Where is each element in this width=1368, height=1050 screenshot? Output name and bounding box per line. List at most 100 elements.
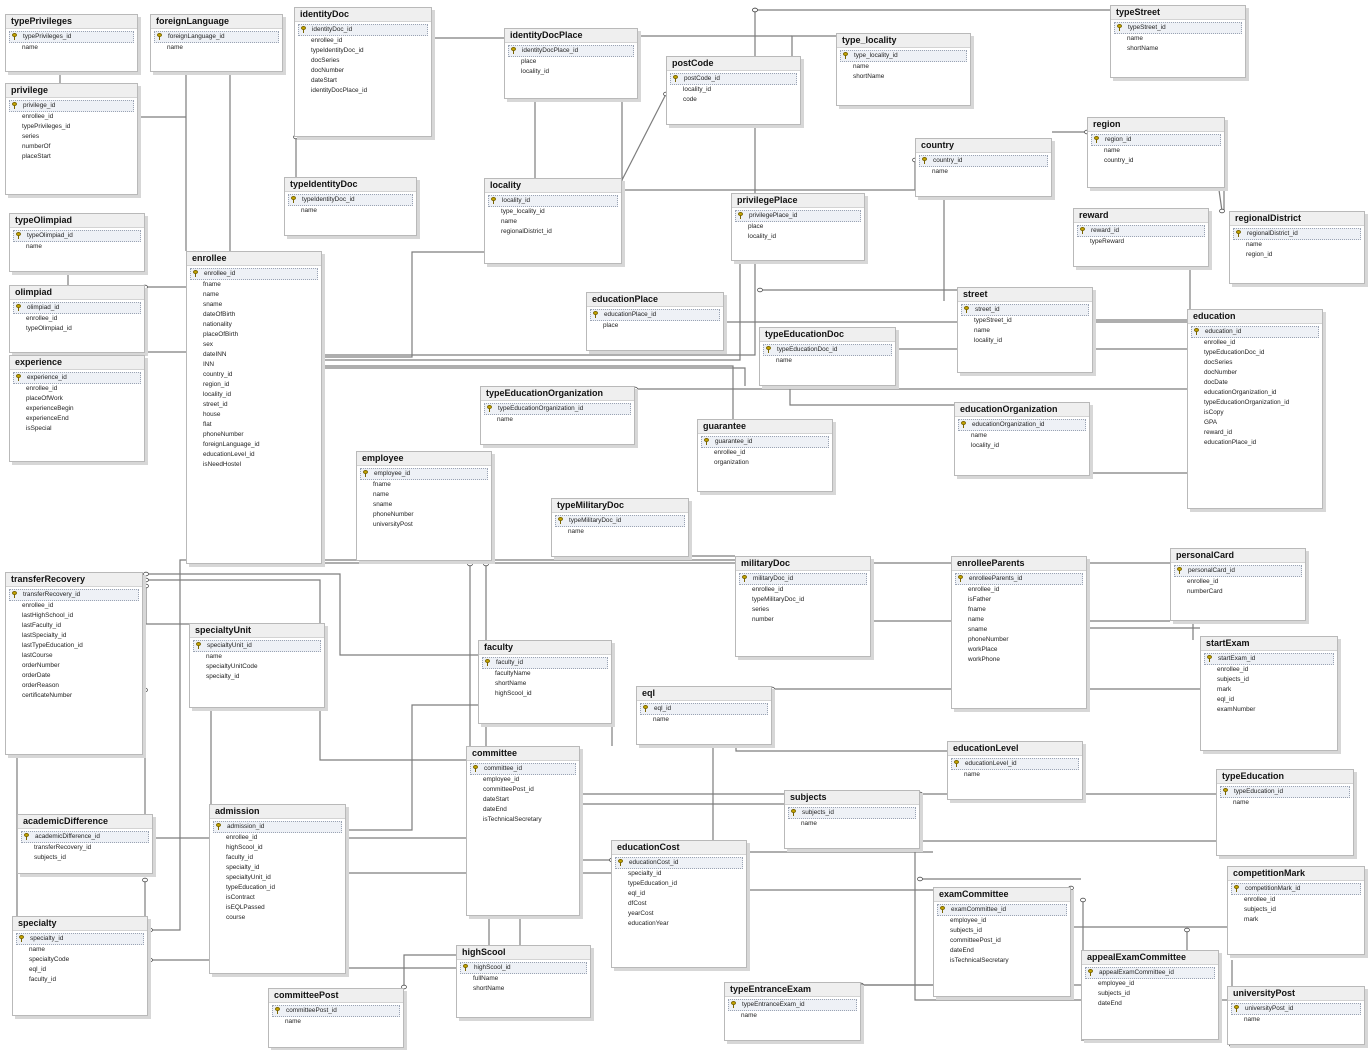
field-row[interactable]: locality_id (955, 441, 1089, 451)
table-title[interactable]: street (958, 288, 1092, 302)
table-title[interactable]: postCode (667, 57, 800, 71)
table-title[interactable]: competitionMark (1228, 867, 1364, 881)
table-title[interactable]: educationPlace (587, 293, 723, 307)
field-row[interactable]: phoneNumber (952, 635, 1086, 645)
field-row[interactable]: isFather (952, 595, 1086, 605)
field-row[interactable]: name (552, 527, 688, 537)
field-row[interactable]: employee_id (1082, 979, 1218, 989)
field-row[interactable]: enrollee_id (952, 585, 1086, 595)
field-row[interactable]: isTechnicalSecretary (934, 956, 1070, 966)
field-row[interactable]: lastTypeEducation_id (6, 641, 142, 651)
field-row[interactable]: enrollee_id (10, 314, 144, 324)
primary-key-field[interactable]: type_locality_id (840, 50, 967, 62)
field-row[interactable]: name (760, 356, 895, 366)
field-row[interactable]: shortName (837, 72, 970, 82)
field-row[interactable]: sname (357, 500, 491, 510)
field-row[interactable]: typeOlimpiad_id (10, 324, 144, 334)
field-row[interactable]: typeReward (1074, 237, 1208, 247)
field-row[interactable]: name (637, 715, 771, 725)
field-row[interactable]: numberOf (6, 142, 137, 152)
table-title[interactable]: employee (357, 452, 491, 466)
field-row[interactable]: isCopy (1188, 408, 1322, 418)
table-title[interactable]: privilege (6, 84, 137, 98)
table-title[interactable]: regionalDistrict (1230, 212, 1364, 226)
field-row[interactable]: type_locality_id (485, 207, 621, 217)
primary-key-field[interactable]: specialtyUnit_id (193, 640, 321, 652)
table-title[interactable]: specialty (13, 917, 147, 931)
field-row[interactable]: identityDocPlace_id (295, 86, 431, 96)
primary-key-field[interactable]: typeIdentityDoc_id (288, 194, 413, 206)
field-row[interactable]: enrollee_id (1171, 577, 1305, 587)
field-row[interactable]: specialty_id (612, 869, 746, 879)
field-row[interactable]: phoneNumber (187, 430, 321, 440)
table-title[interactable]: reward (1074, 209, 1208, 223)
field-row[interactable]: fullName (457, 974, 590, 984)
field-row[interactable]: name (190, 652, 324, 662)
field-row[interactable]: name (481, 415, 634, 425)
field-row[interactable]: name (187, 290, 321, 300)
table-title[interactable]: universityPost (1228, 987, 1364, 1001)
table-title[interactable]: locality (485, 179, 621, 193)
primary-key-field[interactable]: regionalDistrict_id (1233, 228, 1361, 240)
field-row[interactable]: name (151, 43, 282, 53)
field-row[interactable]: enrollee_id (736, 585, 870, 595)
field-row[interactable]: orderNumber (6, 661, 142, 671)
field-row[interactable]: numberCard (1171, 587, 1305, 597)
table-title[interactable]: typeMilitaryDoc (552, 499, 688, 513)
field-row[interactable]: specialty_id (210, 863, 345, 873)
field-row[interactable]: subjects_id (18, 853, 152, 863)
primary-key-field[interactable]: educationPlace_id (590, 309, 720, 321)
primary-key-field[interactable]: employee_id (360, 468, 488, 480)
primary-key-field[interactable]: olimpiad_id (13, 302, 141, 314)
field-row[interactable]: transferRecovery_id (18, 843, 152, 853)
field-row[interactable]: isSpecial (10, 424, 144, 434)
field-row[interactable]: country_id (1088, 156, 1224, 166)
field-row[interactable]: locality_id (667, 85, 800, 95)
primary-key-field[interactable]: typeMilitaryDoc_id (555, 515, 685, 527)
primary-key-field[interactable]: academicDifference_id (21, 831, 149, 843)
field-row[interactable]: enrollee_id (10, 384, 144, 394)
field-row[interactable]: locality_id (187, 390, 321, 400)
field-row[interactable]: sname (187, 300, 321, 310)
primary-key-field[interactable]: militaryDoc_id (739, 573, 867, 585)
field-row[interactable]: enrollee_id (6, 112, 137, 122)
field-row[interactable]: subjects_id (934, 926, 1070, 936)
field-row[interactable]: educationPlace_id (1188, 438, 1322, 448)
primary-key-field[interactable]: typeEducationOrganization_id (484, 403, 631, 415)
table-title[interactable]: eql (637, 687, 771, 701)
table-title[interactable]: faculty (479, 641, 611, 655)
primary-key-field[interactable]: typeEducationDoc_id (763, 344, 892, 356)
table-title[interactable]: typeEducationOrganization (481, 387, 634, 401)
primary-key-field[interactable]: guarantee_id (701, 436, 829, 448)
primary-key-field[interactable]: typeEducation_id (1220, 786, 1350, 798)
primary-key-field[interactable]: transferRecovery_id (9, 589, 139, 601)
field-row[interactable]: dateEnd (934, 946, 1070, 956)
field-row[interactable]: regionalDistrict_id (485, 227, 621, 237)
field-row[interactable]: nationality (187, 320, 321, 330)
table-title[interactable]: highScool (457, 946, 590, 960)
field-row[interactable]: fname (952, 605, 1086, 615)
field-row[interactable]: yearCost (612, 909, 746, 919)
field-row[interactable]: docSeries (295, 56, 431, 66)
field-row[interactable]: faculty_id (210, 853, 345, 863)
primary-key-field[interactable]: identityDoc_id (298, 24, 428, 36)
field-row[interactable]: name (948, 770, 1082, 780)
field-row[interactable]: docSeries (1188, 358, 1322, 368)
field-row[interactable]: workPhone (952, 655, 1086, 665)
